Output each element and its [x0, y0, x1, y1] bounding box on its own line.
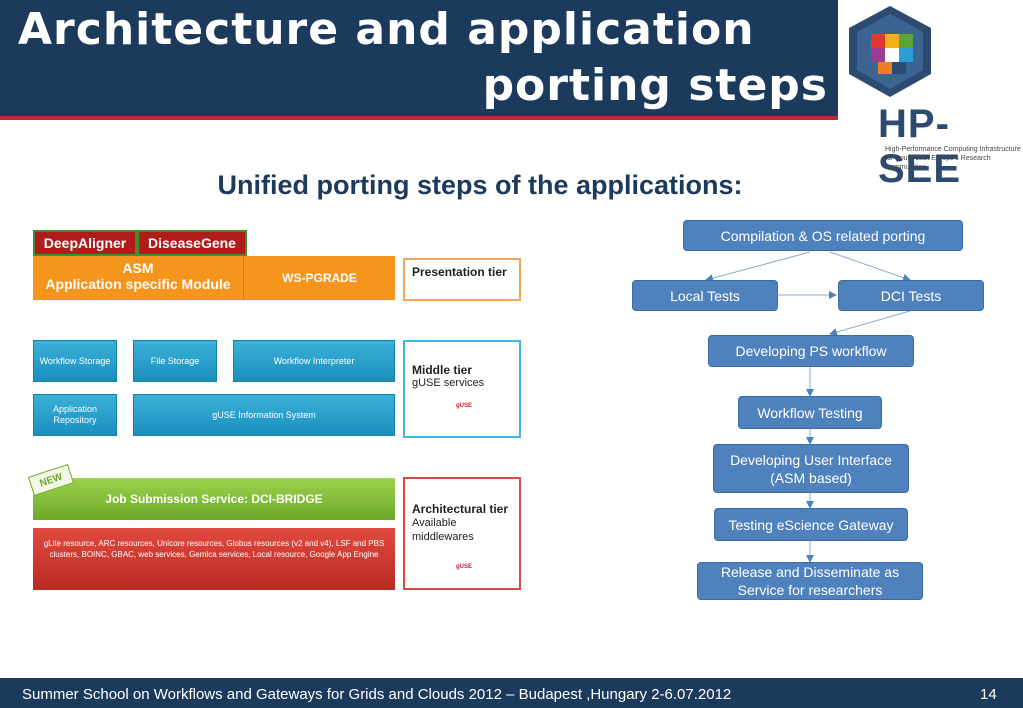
- cube-logo-icon: [849, 6, 931, 97]
- title-underline: [0, 116, 838, 120]
- guse-logo-icon: gUSE: [456, 564, 473, 570]
- page-number: 14: [980, 686, 997, 703]
- logo-name: HP-SEE: [878, 102, 962, 191]
- step-compilation: Compilation & OS related porting: [683, 220, 963, 251]
- file-storage-box: File Storage: [133, 340, 217, 382]
- ws-pgrade-box: WS-PGRADE: [243, 256, 395, 300]
- step-developing-ps-workflow: Developing PS workflow: [708, 335, 914, 367]
- app-tag-deepaligner: DeepAligner: [33, 230, 137, 256]
- flowchart-connectors: [705, 251, 911, 563]
- slide-subtitle: Unified porting steps of the application…: [217, 170, 743, 200]
- guse-logo-icon: gUSE: [456, 403, 473, 409]
- title-bar: [0, 0, 838, 116]
- asm-box: ASM Application specific Module: [33, 256, 243, 300]
- logo-tagline: High-Performance Computing Infrastructur…: [885, 146, 1021, 171]
- step-workflow-testing: Workflow Testing: [738, 396, 882, 429]
- workflow-storage-box: Workflow Storage: [33, 340, 117, 382]
- middle-tier-label: Middle tier gUSE services gUSE: [403, 340, 521, 438]
- application-repository-box: Application Repository: [33, 394, 117, 436]
- step-developing-user-interface: Developing User Interface (ASM based): [713, 444, 909, 493]
- app-tag-diseasegene: DiseaseGene: [137, 230, 247, 256]
- slide-title-line-1: Architecture and application: [18, 4, 755, 55]
- hp-see-logo: [845, 4, 1015, 184]
- slide-title-line-2: porting steps: [482, 60, 828, 111]
- step-dci-tests: DCI Tests: [838, 280, 984, 311]
- presentation-tier-label: Presentation tier: [403, 258, 521, 301]
- step-release-and-disseminate: Release and Disseminate as Service for r…: [697, 562, 923, 600]
- footer-bar: [0, 678, 1023, 708]
- resources-box: gLite resource, ARC resources, Unicore r…: [33, 528, 395, 590]
- job-submission-box: Job Submission Service: DCI-BRIDGE: [33, 478, 395, 520]
- guse-information-system-box: gUSE Information System: [133, 394, 395, 436]
- step-testing-escience-gateway: Testing eScience Gateway: [714, 508, 908, 541]
- footer-text: Summer School on Workflows and Gateways …: [22, 686, 732, 703]
- architectural-tier-label: Architectural tier Available middlewares…: [403, 477, 521, 590]
- workflow-interpreter-box: Workflow Interpreter: [233, 340, 395, 382]
- step-local-tests: Local Tests: [632, 280, 778, 311]
